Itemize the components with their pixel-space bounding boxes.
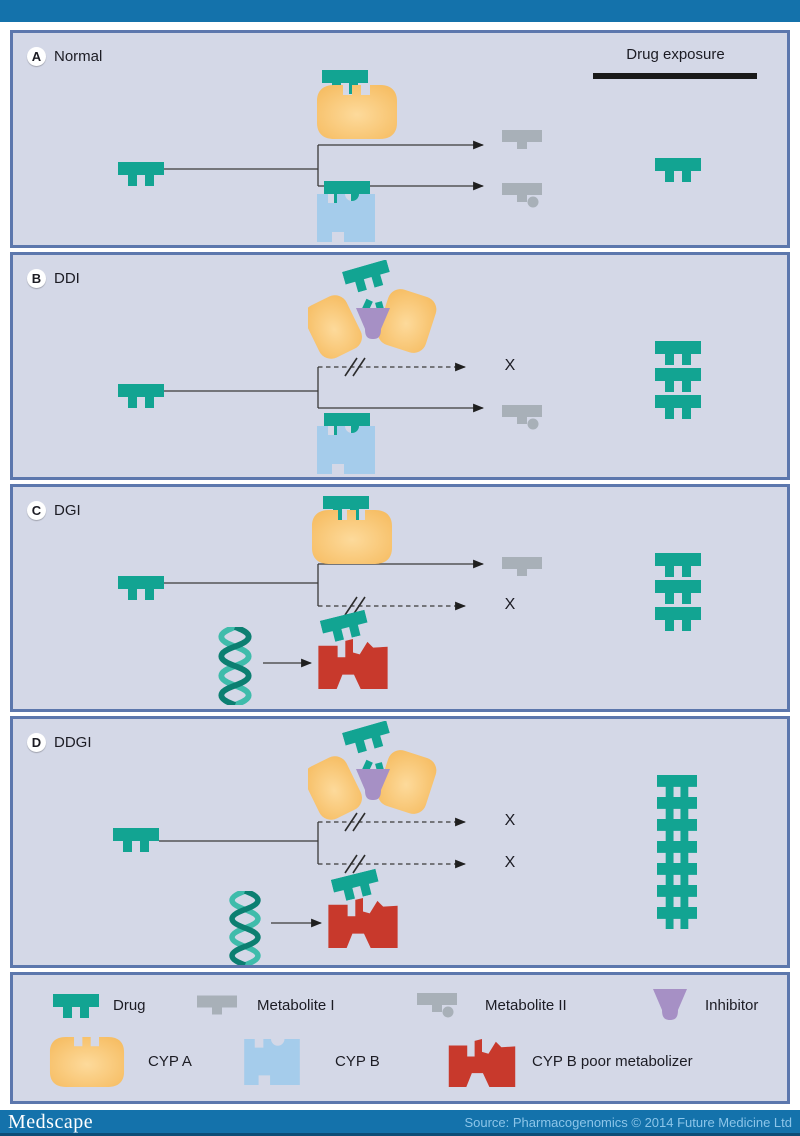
panel-letter-badge: C — [27, 501, 46, 520]
metabolite-2-icon — [502, 183, 542, 208]
panel-c-scene — [118, 496, 542, 709]
drug-icon — [657, 797, 697, 819]
drug-icon — [655, 394, 701, 420]
cyp-b-poor-metabolizer-icon — [318, 639, 388, 689]
dna-helix-icon — [221, 627, 248, 705]
drug-exposure-stack — [655, 340, 701, 420]
pathway-fork-line — [159, 822, 319, 864]
inhibited-cyp-a-icon — [300, 259, 440, 363]
drug-icon — [655, 157, 701, 183]
panel-title: Normal — [54, 48, 103, 65]
legend-icons — [49, 989, 687, 1087]
panel-letter-badge: A — [27, 47, 46, 66]
inhibitor-icon — [653, 989, 687, 1020]
no-metabolite-x: X — [504, 854, 516, 871]
legend-label-cyp-b: CYP B — [335, 1053, 380, 1070]
cyp-a-icon — [312, 510, 392, 564]
drug-icon — [657, 885, 697, 907]
pathway-break-marks — [344, 357, 366, 377]
panel-d-ddgi: D DDGI X X — [10, 716, 790, 968]
cyp-b-poor-metabolizer-icon — [448, 1039, 516, 1087]
drug-exposure-stack — [655, 157, 701, 183]
no-metabolite-x: X — [504, 357, 516, 374]
pathway-fork-line — [164, 367, 319, 408]
drug-exposure-label: Drug exposure — [626, 46, 725, 63]
no-metabolite-x: X — [504, 812, 516, 829]
pathway-break-marks — [344, 596, 366, 616]
cyp-b-icon — [317, 194, 375, 242]
drug-icon — [655, 579, 701, 605]
drug-icon — [657, 907, 697, 929]
panel-title: DDI — [54, 270, 80, 287]
drug-exposure-scale-bar — [593, 73, 757, 79]
medscape-logo: Medscape — [8, 1111, 94, 1133]
drug-icon — [319, 609, 371, 645]
legend-label-cyp-a: CYP A — [148, 1053, 192, 1070]
panel-title: DGI — [54, 502, 81, 519]
drug-icon — [118, 576, 164, 600]
metabolite-2-icon — [417, 993, 457, 1018]
drug-icon — [655, 367, 701, 393]
metabolite-1-icon — [502, 557, 542, 576]
cyp-b-icon — [244, 1039, 300, 1085]
inhibited-cyp-a-icon — [300, 720, 440, 824]
drug-exposure-stack — [657, 775, 697, 929]
cyp-b-poor-metabolizer-icon — [328, 898, 398, 948]
drug-icon — [655, 552, 701, 578]
panel-letter-badge: D — [27, 733, 46, 752]
legend-label-inhibitor: Inhibitor — [705, 997, 759, 1014]
panel-d-scene — [113, 719, 467, 965]
panel-b-ddi: B DDI X — [10, 252, 790, 480]
metabolite-1-icon — [197, 995, 237, 1015]
drug-icon — [655, 606, 701, 632]
drug-icon — [657, 841, 697, 863]
panel-letter-badge: B — [27, 269, 46, 288]
source-attribution: Source: Pharmacogenomics © 2014 Future M… — [464, 1115, 792, 1130]
panel-c-dgi: C DGI X — [10, 484, 790, 712]
panel-b-scene — [118, 255, 542, 474]
panel-a-normal: A Normal Drug exposure — [10, 30, 790, 248]
top-brand-bar — [0, 0, 800, 22]
panel-a-scene — [118, 70, 542, 242]
legend-label-metabolite-2: Metabolite II — [485, 997, 567, 1014]
legend-panel: Drug Metabolite I Metabolite II Inhibito… — [10, 972, 790, 1104]
pathway-break-marks — [344, 812, 366, 874]
legend-label-drug: Drug — [113, 997, 146, 1014]
drug-icon — [53, 994, 99, 1018]
legend-label-cyp-b-poor: CYP B poor metabolizer — [532, 1053, 693, 1070]
drug-icon — [118, 384, 164, 408]
drug-icon — [657, 775, 697, 797]
drug-icon — [657, 863, 697, 885]
drug-exposure-stack — [655, 552, 701, 632]
pathway-fork-line — [164, 145, 319, 186]
legend-label-metabolite-1: Metabolite I — [257, 997, 335, 1014]
drug-icon — [655, 340, 701, 366]
footer-bar: Medscape Source: Pharmacogenomics © 2014… — [0, 1110, 800, 1136]
dna-helix-icon — [232, 891, 258, 965]
cyp-a-icon — [49, 1037, 125, 1087]
cyp-b-icon — [317, 426, 375, 474]
metabolite-2-icon — [502, 405, 542, 430]
metabolite-1-icon — [502, 130, 542, 149]
drug-icon — [330, 868, 382, 904]
no-metabolite-x: X — [504, 596, 516, 613]
pathway-fork-line — [164, 564, 319, 606]
panel-title: DDGI — [54, 734, 92, 751]
drug-icon — [113, 828, 159, 852]
cyp-a-icon — [317, 85, 397, 139]
drug-icon — [657, 819, 697, 841]
drug-icon — [118, 162, 164, 186]
